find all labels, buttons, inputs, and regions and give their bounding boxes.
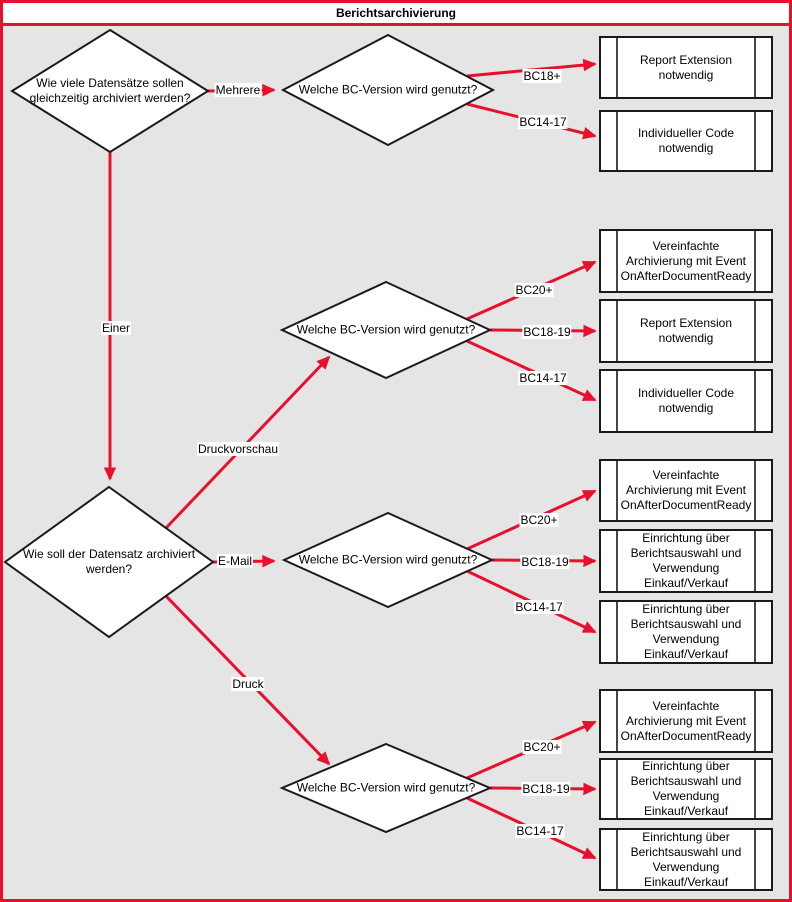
outcome-text-2: Vereinfachte Archivierung mit Event OnAf…	[620, 238, 752, 283]
outcome-box-4	[599, 369, 773, 433]
outcome-text-0: Report Extension notwendig	[639, 52, 733, 82]
edge-label-druckvorschau: Druckvorschau	[196, 442, 280, 456]
outcome-box-inner-lines-2	[616, 230, 756, 292]
edge-label-bc18plus: BC18+	[522, 69, 562, 83]
outcome-text-8: Vereinfachte Archivierung mit Event OnAf…	[620, 698, 752, 743]
outcome-box-inner-lines-6	[616, 530, 756, 592]
edge-label-bc14-17-b: BC14-17	[518, 371, 568, 385]
outcome-box-inner-lines-9	[616, 759, 756, 819]
outcome-text-6: Einrichtung über Berichtsauswahl und Ver…	[630, 531, 742, 590]
edge-label-bc18-19-a: BC18-19	[522, 325, 572, 339]
outcome-box-5	[599, 459, 773, 522]
outcome-text-5: Vereinfachte Archivierung mit Event OnAf…	[620, 468, 752, 512]
edge-label-einer: Einer	[100, 321, 132, 335]
outcome-box-inner-lines-7	[616, 601, 756, 663]
decision-text-count: Wie viele Datensätze sollen gleichzeitig…	[29, 76, 191, 105]
diagram-title-bar: Berichtsarchivierung	[0, 0, 792, 26]
outcome-text-10: Einrichtung über Berichtsauswahl und Ver…	[630, 829, 742, 889]
outcome-box-6	[599, 529, 773, 593]
outcome-text-9: Einrichtung über Berichtsauswahl und Ver…	[630, 759, 742, 818]
edge-label-bc18-19-b: BC18-19	[520, 555, 570, 569]
decision-diamond-archive-method	[3, 485, 215, 639]
outcome-box-9	[599, 758, 773, 820]
decision-diamond-bc-mehrere	[280, 33, 496, 147]
outcome-box-7	[599, 600, 773, 664]
decision-text-archive-method: Wie soll der Datensatz archiviert werden…	[22, 547, 196, 576]
edge-label-bc18-19-c: BC18-19	[521, 782, 571, 796]
edge-label-bc14-17-d: BC14-17	[515, 824, 565, 838]
outcome-text-7: Einrichtung über Berichtsauswahl und Ver…	[630, 602, 742, 661]
outcome-box-0	[599, 36, 773, 99]
edge-label-bc20plus-c: BC20+	[522, 740, 562, 754]
decision-diamond-bc-druckvorschau	[279, 280, 493, 380]
edge-label-bc20plus-b: BC20+	[519, 513, 559, 527]
edge-label-email: E-Mail	[216, 554, 254, 568]
outcome-box-inner-lines-3	[616, 300, 756, 362]
edge-label-druck: Druck	[231, 677, 265, 691]
decision-text-bc-mehrere: Welche BC-Version wird genutzt?	[298, 82, 478, 97]
outcome-box-inner-lines-4	[616, 370, 756, 432]
outcome-box-10	[599, 828, 773, 891]
outcome-box-8	[599, 689, 773, 753]
outcome-box-inner-lines-0	[616, 37, 756, 98]
decision-text-bc-druck: Welche BC-Version wird genutzt?	[296, 780, 476, 795]
arrow-bc14-17-druckvorschau	[466, 339, 597, 402]
outcome-box-inner-lines-5	[616, 460, 756, 521]
outcome-text-4: Individueller Code notwendig	[637, 386, 735, 415]
outcome-text-1: Individueller Code notwendig	[637, 126, 735, 155]
edge-label-bc14-17-c: BC14-17	[514, 600, 564, 614]
decision-text-bc-email: Welche BC-Version wird genutzt?	[298, 552, 478, 567]
decision-diamond-bc-druck	[279, 742, 493, 834]
decision-diamond-count	[10, 28, 210, 154]
outcome-box-inner-lines-1	[616, 111, 756, 171]
outcome-box-2	[599, 229, 773, 293]
outcome-box-1	[599, 110, 773, 172]
outcome-box-3	[599, 299, 773, 363]
outcome-box-inner-lines-10	[616, 829, 756, 890]
decision-diamond-bc-email	[281, 511, 495, 609]
outcome-text-3: Report Extension notwendig	[639, 316, 733, 345]
edge-label-mehrere: Mehrere	[214, 83, 262, 97]
decision-text-bc-druckvorschau: Welche BC-Version wird genutzt?	[296, 322, 476, 337]
diagram-title: Berichtsarchivierung	[335, 6, 457, 20]
outcome-box-inner-lines-8	[616, 690, 756, 752]
edge-label-bc14-17-a: BC14-17	[518, 115, 568, 129]
edge-label-bc20plus-a: BC20+	[514, 283, 554, 297]
